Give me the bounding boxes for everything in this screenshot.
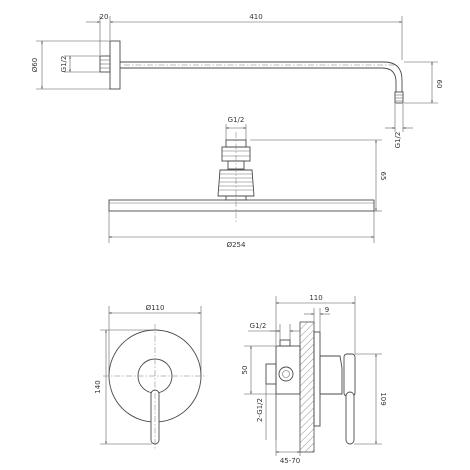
mixer-install-depth-label: 45-70 <box>280 457 300 465</box>
mixer-plate-height-label: 140 <box>94 380 102 393</box>
arm-outlet-thread-label: G1/2 <box>394 132 402 149</box>
flange-diameter-label: Ø60 <box>31 58 39 72</box>
mixer-side-cap <box>319 355 343 395</box>
mixer-embedded-body <box>275 345 301 395</box>
mixer-inlet-port <box>278 366 294 382</box>
mixer-front-view: Ø110 140 <box>94 304 207 450</box>
arm-pipe-top <box>120 61 403 92</box>
mixer-top-thread-label: G1/2 <box>250 322 267 330</box>
mixer-side-view: 110 9 G1/2 50 2-G1/2 109 45-70 <box>241 294 387 465</box>
arm-inlet-thread-label: G1/2 <box>60 56 68 73</box>
arm-length-label: 410 <box>249 13 262 21</box>
mixer-plate-diameter-label: Ø110 <box>146 304 165 312</box>
mixer-side-cover-plate <box>313 331 321 427</box>
mixer-wall-section <box>299 321 315 453</box>
arm-pipe-bottom <box>120 67 397 92</box>
mixer-bottom-thread-label: 2-G1/2 <box>256 398 264 422</box>
head-ball-joint <box>217 169 255 197</box>
head-plate <box>108 199 375 212</box>
arm-outlet-thread-body <box>394 91 404 104</box>
mixer-lever-height-label: 109 <box>379 392 387 405</box>
head-diameter-label: Ø254 <box>227 241 246 249</box>
shower-head-view: G1/2 65 Ø254 <box>108 116 387 249</box>
head-height-label: 65 <box>379 172 387 181</box>
shower-arm-view: 20 410 Ø60 G1/2 60 G1/2 <box>31 13 443 148</box>
mixer-plate-thickness-label: 9 <box>325 306 329 314</box>
arm-wall-flange <box>109 40 121 90</box>
mixer-depth-label: 110 <box>309 294 322 302</box>
arm-wall-offset-label: 20 <box>100 13 109 21</box>
mixer-side-lever-head <box>343 353 356 397</box>
head-inlet-thread-label: G1/2 <box>228 116 245 124</box>
mixer-side-lever <box>345 391 355 445</box>
mixer-body-height-label: 50 <box>241 366 249 375</box>
arm-drop-label: 60 <box>435 80 443 89</box>
